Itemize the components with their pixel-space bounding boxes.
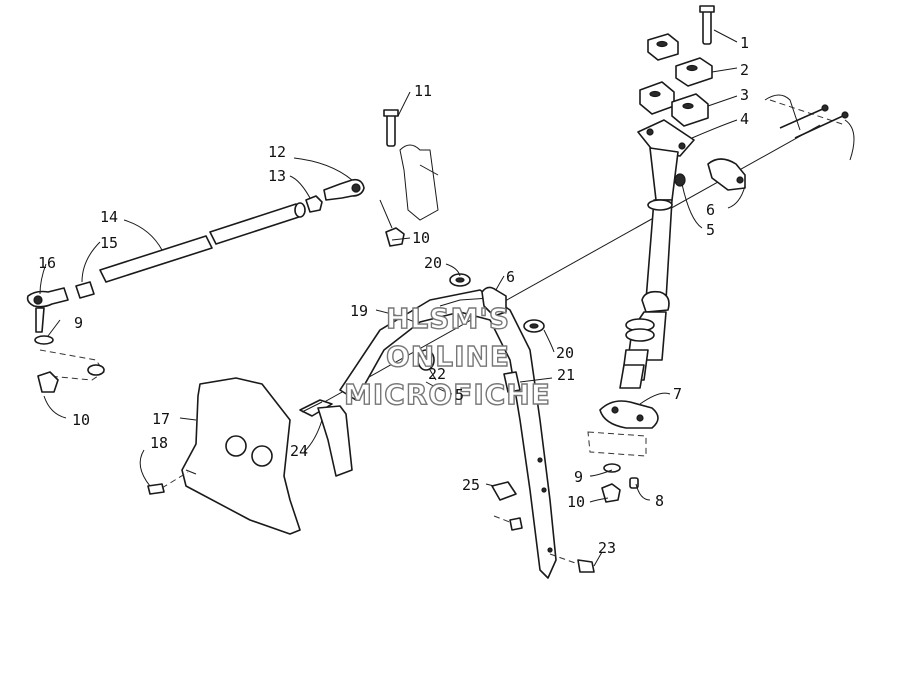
callout-22: 22 <box>428 365 446 383</box>
part-2-upper-clamp <box>647 33 713 87</box>
callout-6-lower: 6 <box>506 268 515 286</box>
callout-18: 18 <box>150 434 168 452</box>
callout-17: 17 <box>152 410 170 428</box>
callout-23: 23 <box>598 539 616 557</box>
callout-9-right: 9 <box>574 468 583 486</box>
part-21-pin <box>503 371 521 393</box>
part-25-fitting <box>491 481 523 531</box>
callout-20-right: 20 <box>556 344 574 362</box>
part-9-washer-right <box>603 463 621 473</box>
watermark-line-3: MICROFICHE <box>344 378 551 411</box>
frame-bracket <box>399 144 439 221</box>
callout-6-top: 6 <box>706 201 715 219</box>
callout-16: 16 <box>38 254 56 272</box>
part-16-tie-rod-end <box>26 287 69 333</box>
callout-5-top: 5 <box>706 221 715 239</box>
watermark: HLSM'S ONLINE MICROFICHE <box>343 301 551 411</box>
callout-14: 14 <box>100 208 118 226</box>
spindle-arm <box>39 349 105 381</box>
part-20-clamp-top <box>449 273 471 287</box>
part-22-bushing <box>417 349 435 371</box>
callout-7: 7 <box>673 385 682 403</box>
callout-3: 3 <box>740 86 749 104</box>
callout-12: 12 <box>268 143 286 161</box>
watermark-line-1: HLSM'S <box>386 302 510 335</box>
callout-2: 2 <box>740 61 749 79</box>
part-6-upper-bracket <box>707 158 746 191</box>
callout-8: 8 <box>655 492 664 510</box>
handlebar-bolts <box>779 104 849 139</box>
callout-25: 25 <box>462 476 480 494</box>
callout-24: 24 <box>290 442 308 460</box>
part-10-nut-right <box>601 483 621 503</box>
callout-10-top: 10 <box>412 229 430 247</box>
part-23-screw <box>549 553 595 573</box>
part-11-bolt <box>383 109 399 147</box>
callout-4: 4 <box>740 110 749 128</box>
part-15-adjuster <box>75 281 95 299</box>
callout-20-top: 20 <box>424 254 442 272</box>
part-13-jam-nut <box>305 195 323 213</box>
part-20-clamp-right <box>523 319 545 333</box>
callout-labels: 1 2 3 4 5 6 7 8 9 10 11 12 13 10 14 15 1… <box>38 34 749 557</box>
part-5-washer <box>674 173 686 187</box>
part-14-tie-rod <box>99 202 306 283</box>
bolt-path-line <box>379 199 393 229</box>
part-7-steering-arm <box>587 400 659 457</box>
part-17-plate <box>181 377 301 535</box>
part-3-lower-clamp <box>639 81 709 127</box>
callout-21: 21 <box>557 366 575 384</box>
part-1-bolt <box>699 5 715 45</box>
callout-13: 13 <box>268 167 286 185</box>
part-4-steering-post <box>619 119 695 389</box>
callout-11: 11 <box>414 82 432 100</box>
callout-15: 15 <box>100 234 118 252</box>
leader-lines <box>39 29 746 567</box>
part-6-lower-bracket <box>481 286 507 317</box>
callout-10-right: 10 <box>567 493 585 511</box>
callout-19: 19 <box>350 302 368 320</box>
callout-10-left: 10 <box>72 411 90 429</box>
callout-5-lower: 5 <box>455 386 464 404</box>
callout-1: 1 <box>740 34 749 52</box>
part-10-nut-left <box>37 371 59 393</box>
part-10-nut-top <box>385 227 405 247</box>
part-12-tie-rod-end <box>323 178 365 201</box>
callout-9-left: 9 <box>74 314 83 332</box>
part-18-screw <box>147 471 189 495</box>
watermark-line-2: ONLINE <box>386 340 510 373</box>
part-9-washer-left <box>34 335 54 345</box>
part-24-bracket <box>299 399 353 477</box>
